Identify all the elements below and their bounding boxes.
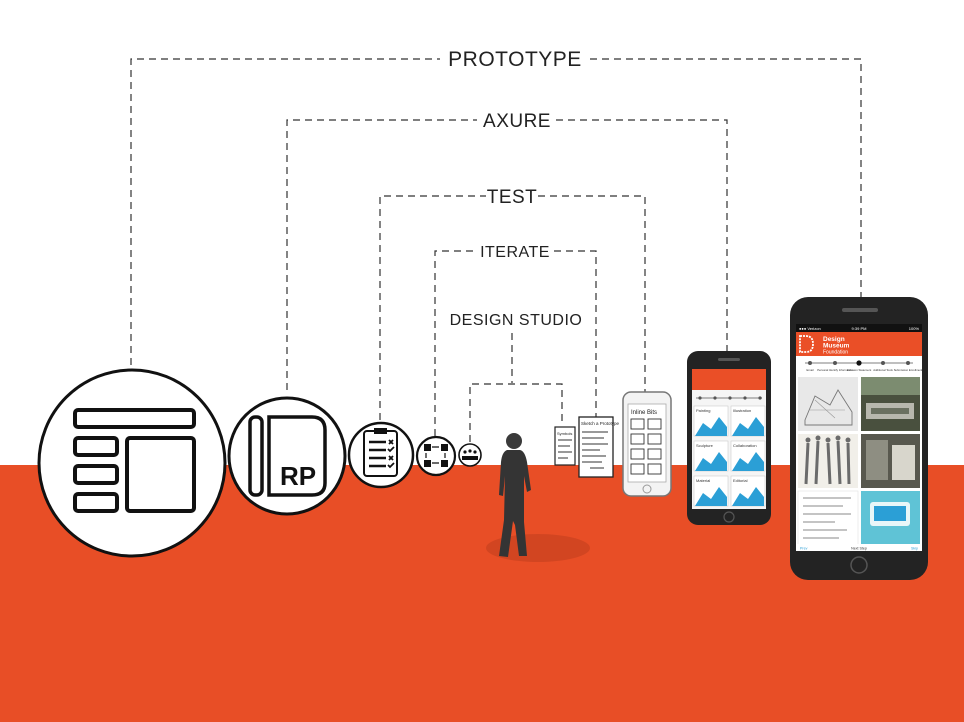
svg-text:Submission Enrollment: Submission Enrollment xyxy=(894,368,923,372)
rp-text: RP xyxy=(280,461,316,491)
prototype-label: PROTOTYPE xyxy=(448,48,582,71)
wireframe-layout-icon xyxy=(37,368,227,558)
axure-rp-icon: RP xyxy=(227,396,347,516)
svg-text:Painting: Painting xyxy=(696,408,710,413)
brand-line-2: Museum xyxy=(823,343,850,350)
axure-label: AXURE xyxy=(483,111,551,132)
test-label: TEST xyxy=(487,187,538,208)
image-grid xyxy=(797,377,920,546)
team-icon xyxy=(458,443,482,467)
svg-text:Material: Material xyxy=(696,478,710,483)
test-bracket: TEST xyxy=(379,187,646,420)
status-carrier: ●●● Verizon xyxy=(799,326,821,331)
medium-phone-mockup: Painting Illustration Sculpture Collabor… xyxy=(687,351,771,525)
iterate-label: ITERATE xyxy=(480,244,550,261)
design-studio-label: DESIGN STUDIO xyxy=(450,312,583,329)
paper-phone-prototype: Inline Bits xyxy=(622,391,672,497)
prototype-bracket: PROTOTYPE xyxy=(130,48,862,365)
footer-next: Next Step xyxy=(851,547,867,551)
process-flow-icon xyxy=(415,435,457,477)
status-time: 9:39 PM xyxy=(852,326,867,331)
paper-sketch-2: Sketch a Prototype xyxy=(578,416,620,478)
svg-text:Editorial: Editorial xyxy=(733,478,748,483)
footer-skip: Skip xyxy=(911,547,918,551)
medium-phone-cards: Painting Illustration Sculpture Collabor… xyxy=(693,405,766,507)
svg-text:Collaboration: Collaboration xyxy=(733,443,757,448)
person-silhouette xyxy=(486,433,590,562)
brand-line-3: Foundation xyxy=(823,350,848,356)
status-battery: 100% xyxy=(909,326,920,331)
svg-text:Illustration: Illustration xyxy=(733,408,751,413)
sketch-2-text: Sketch a Prototype xyxy=(581,421,620,426)
brand-line-1: Design xyxy=(823,336,845,343)
paper-sketch-1: Symbols xyxy=(554,426,576,466)
checklist-icon xyxy=(347,421,415,489)
footer-prev: Prev xyxy=(800,547,808,551)
svg-text:Sculpture: Sculpture xyxy=(696,443,714,448)
sketch-1-text: Symbols xyxy=(557,431,572,436)
step-labels: Email Personal Identify Information Incl… xyxy=(807,368,923,372)
svg-text:Additional Tools: Additional Tools xyxy=(873,368,893,372)
paper-phone-title: Inline Bits xyxy=(631,410,657,416)
svg-text:Inclusion Statement: Inclusion Statement xyxy=(847,368,872,372)
axure-bracket: AXURE xyxy=(286,111,728,390)
iterate-bracket: ITERATE xyxy=(434,244,597,436)
large-phone-mockup: ●●● Verizon 9:39 PM 100% Design Museum F… xyxy=(790,297,928,580)
design-studio-bracket: DESIGN STUDIO xyxy=(450,312,583,442)
svg-text:Personal Identify Information: Personal Identify Information xyxy=(817,368,853,372)
svg-text:Email: Email xyxy=(807,368,814,372)
